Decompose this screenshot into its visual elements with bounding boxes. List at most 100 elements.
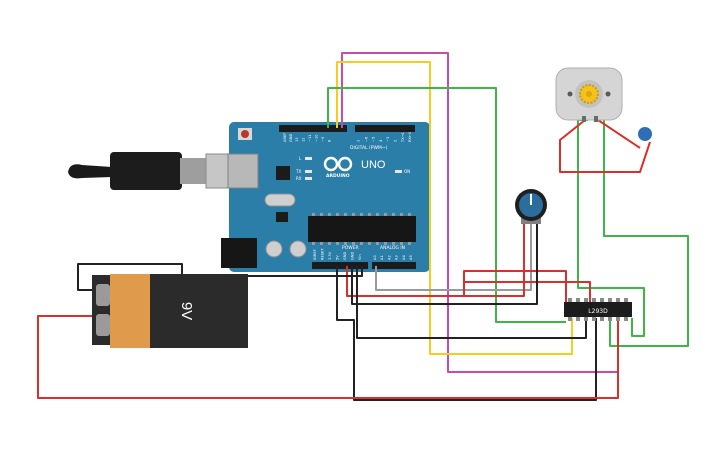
digital-pin-label: 2 bbox=[394, 140, 398, 142]
analog-header bbox=[372, 262, 416, 269]
motor-terminal-1 bbox=[582, 116, 586, 122]
wire-black-gnd-pot[interactable] bbox=[351, 222, 538, 305]
analog-pin-label: A4 bbox=[402, 255, 406, 260]
wire-yellow[interactable] bbox=[336, 61, 573, 355]
wire-red-motor-cap-2[interactable] bbox=[597, 119, 641, 149]
power-pin-label: GND bbox=[351, 252, 355, 260]
arduino-uno[interactable]: L TX RX ON UNO ARDUINO DIGITAL (PWM~) PO… bbox=[221, 122, 430, 272]
wire-black-battery[interactable] bbox=[77, 263, 363, 291]
power-pin-label: 5V bbox=[336, 255, 340, 260]
wire-red-ic[interactable] bbox=[463, 270, 567, 302]
wire-black-gnd-ic-2[interactable] bbox=[336, 266, 597, 401]
power-header bbox=[312, 262, 368, 269]
led-tx bbox=[305, 170, 312, 173]
analog-pin-label: A1 bbox=[380, 255, 384, 260]
capacitor[interactable] bbox=[638, 127, 652, 141]
digital-pin-label: ~11 bbox=[308, 134, 312, 142]
motor-screw-left bbox=[567, 91, 573, 97]
power-pin-label: RESET bbox=[321, 248, 325, 260]
digital-pin-label: ~6 bbox=[364, 136, 368, 142]
gnd-label: GND bbox=[289, 134, 293, 142]
atmega-pins bbox=[312, 213, 411, 245]
capacitor-body bbox=[638, 127, 652, 141]
usb-chip bbox=[276, 166, 290, 180]
l293d-ic[interactable]: L293D bbox=[564, 298, 632, 321]
digital-pin-label: ~10 bbox=[315, 134, 319, 142]
analog-header-label: ANALOG IN bbox=[380, 245, 405, 251]
analog-pin-label: A2 bbox=[387, 255, 391, 260]
arduino-usb-socket bbox=[227, 153, 259, 189]
atmega-chip bbox=[308, 216, 416, 242]
power-pin-label: 3.3V bbox=[328, 251, 332, 260]
motor-shaft bbox=[586, 91, 592, 97]
digital-pin-label: 7 bbox=[357, 140, 361, 142]
power-pin-label: Vin bbox=[358, 254, 362, 260]
analog-pin-label: A3 bbox=[395, 255, 399, 260]
power-pin-label: IOREF bbox=[313, 249, 317, 260]
aref-label: AREF bbox=[283, 133, 287, 142]
power-header-label: POWER bbox=[342, 245, 359, 251]
digital-header-right bbox=[355, 125, 415, 132]
digital-pin-label: 8 bbox=[328, 139, 332, 142]
arduino-power-jack bbox=[221, 238, 257, 268]
power-pin-label: GND bbox=[343, 252, 347, 260]
usb-cable-tail bbox=[68, 164, 112, 179]
led-tx-label: TX bbox=[295, 169, 301, 174]
digital-pin-label: TX→1 bbox=[401, 132, 405, 143]
ic-pins-top bbox=[568, 298, 628, 303]
crystal bbox=[264, 193, 296, 207]
motor-screw-right bbox=[605, 91, 611, 97]
analog-pin-label: A5 bbox=[409, 255, 413, 260]
regulator-chip bbox=[276, 212, 288, 222]
wire-red-motor-cap[interactable] bbox=[559, 119, 651, 173]
digital-pin-label: RX←0 bbox=[408, 131, 412, 142]
digital-header-label: DIGITAL (PWM~) bbox=[350, 145, 388, 151]
wire-green-signal[interactable] bbox=[327, 87, 566, 323]
board-capacitor-1 bbox=[265, 240, 283, 258]
led-l-label: L bbox=[299, 156, 302, 161]
digital-pin-label: 4 bbox=[379, 139, 383, 142]
wire-red-5v[interactable] bbox=[346, 222, 525, 297]
wire-black-gnd-ic[interactable] bbox=[356, 266, 587, 339]
arduino-model-label: UNO bbox=[361, 159, 386, 171]
battery-terminal-pos bbox=[96, 314, 110, 336]
ic-pins-bottom bbox=[568, 316, 628, 321]
usb-plug-shell bbox=[180, 158, 208, 184]
battery-label: 9V bbox=[178, 302, 195, 320]
motor-terminal-2 bbox=[594, 116, 598, 122]
wire-green-motor-1[interactable] bbox=[603, 120, 689, 347]
led-on bbox=[395, 170, 402, 173]
led-l bbox=[305, 157, 312, 160]
wire-red-ic-2[interactable] bbox=[464, 281, 591, 302]
potentiometer[interactable] bbox=[515, 189, 547, 224]
digital-pin-label: ~5 bbox=[372, 137, 376, 142]
arduino-logo-icon bbox=[323, 156, 353, 172]
wire-red-battery[interactable] bbox=[37, 315, 619, 399]
wires bbox=[37, 52, 689, 401]
usb-cable[interactable] bbox=[68, 152, 239, 190]
usb-plug-housing bbox=[110, 152, 182, 190]
ic-label: L293D bbox=[588, 308, 608, 315]
arduino-brand-label: ARDUINO bbox=[326, 173, 350, 179]
battery-body bbox=[150, 274, 248, 348]
9v-battery[interactable]: 9V bbox=[92, 274, 248, 348]
reset-button-cap bbox=[241, 130, 249, 138]
led-rx bbox=[305, 177, 312, 180]
digital-pin-label: ~9 bbox=[321, 136, 325, 142]
led-on-label: ON bbox=[404, 169, 410, 174]
battery-copper bbox=[110, 274, 154, 348]
analog-pin-label: A0 bbox=[373, 255, 377, 260]
digital-pin-label: ~3 bbox=[386, 137, 390, 142]
board-capacitor-2 bbox=[289, 240, 307, 258]
ic-body bbox=[564, 302, 632, 317]
digital-pin-label: 13 bbox=[295, 137, 299, 142]
digital-header-left bbox=[279, 125, 347, 132]
wire-gray[interactable] bbox=[375, 222, 532, 291]
digital-pin-label: 12 bbox=[302, 137, 306, 142]
dc-motor[interactable] bbox=[555, 67, 623, 122]
led-rx-label: RX bbox=[296, 176, 302, 181]
